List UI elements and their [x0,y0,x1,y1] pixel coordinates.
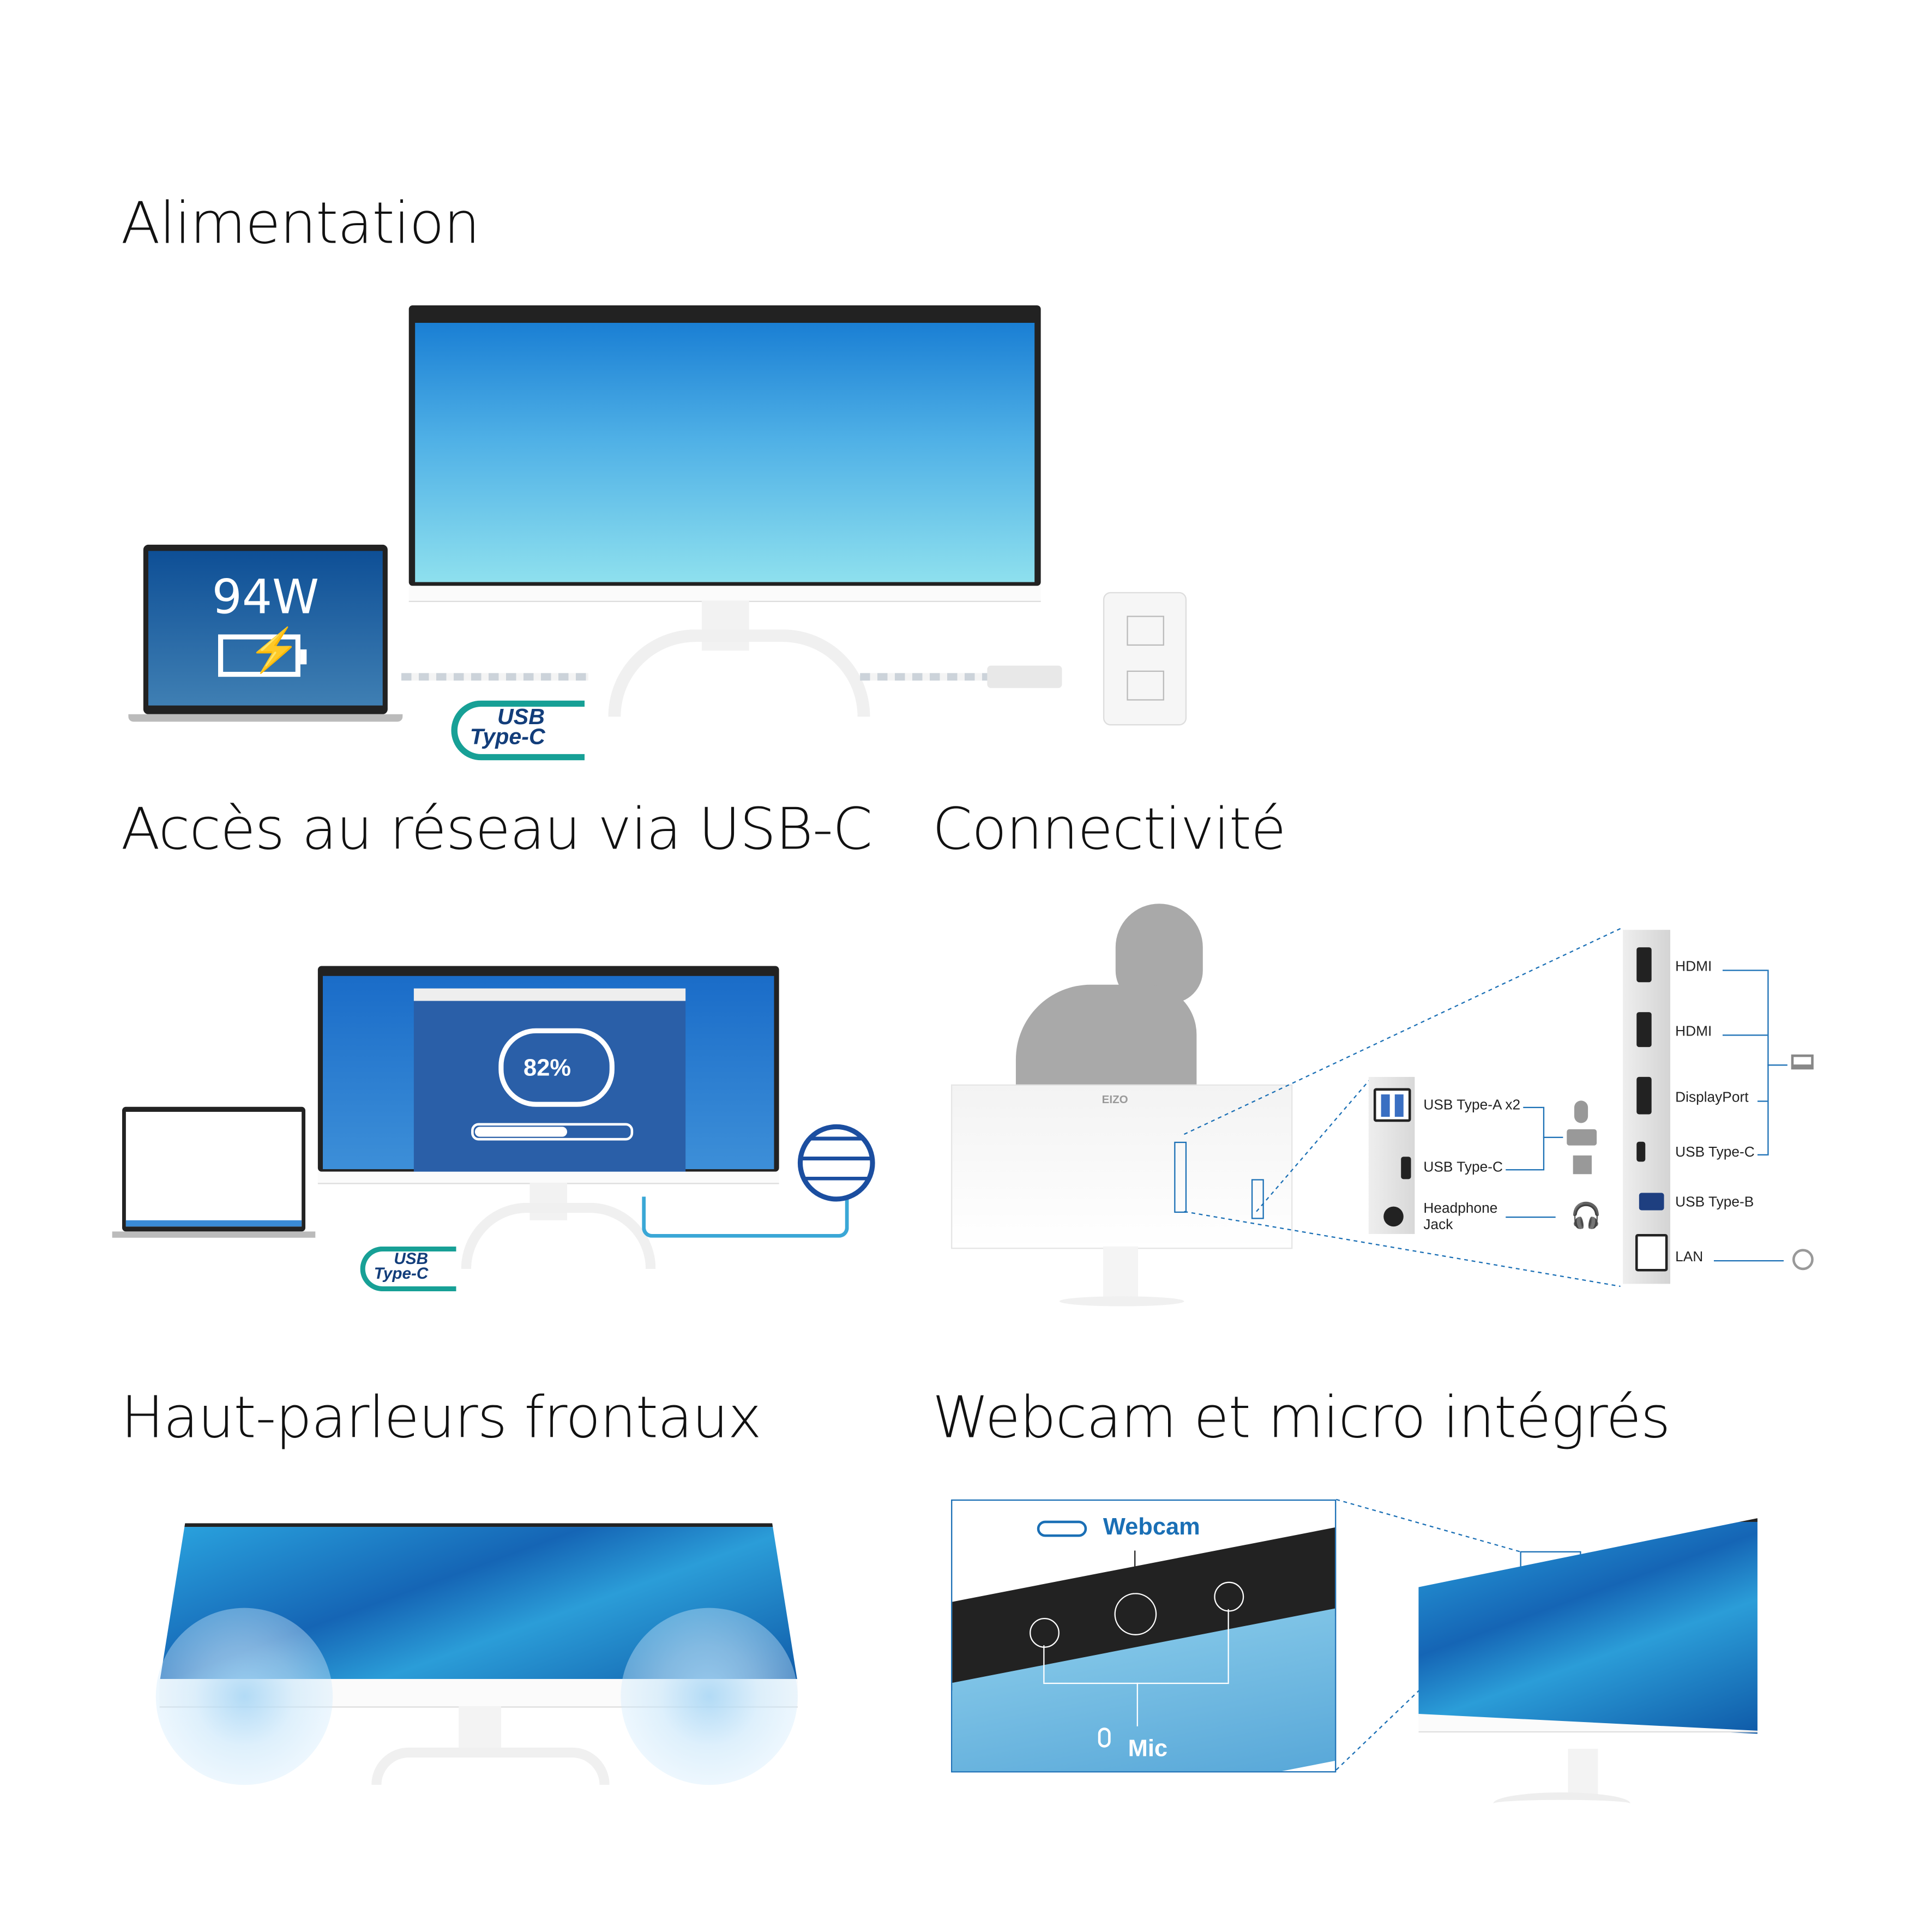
hdmi-port-icon [1636,1012,1652,1048]
globe-icon [1792,1249,1814,1271]
monitor-webcam [1418,1518,1758,1829]
connectivity-title: Connectivité [932,795,1286,863]
wattage-label: 94W [212,569,320,625]
microphone-icon [1098,1728,1111,1748]
zoom-callout-lines [1184,928,1621,1287]
usb-type-c-logo: USB Type-C [451,700,585,761]
port-label-usb-c-rear: USB Type-C [1675,1145,1755,1161]
mouse-icon [1574,1100,1588,1123]
port-label-displayport: DisplayPort [1675,1091,1749,1106]
upload-progress-fill [474,1127,568,1137]
headphone-port-icon [1383,1206,1404,1227]
port-label-headphone: Headphone Jack [1423,1201,1498,1233]
battery-charging-icon: ⚡ [218,629,307,677]
speaker-sound-left-icon [155,1608,333,1785]
speakers-title: Haut-parleurs frontaux [121,1383,762,1451]
power-plug-icon [987,665,1062,688]
network-globe-icon [797,1124,875,1202]
displayport-port-icon [1636,1076,1652,1115]
monitor-rear: EIZO [951,1084,1293,1249]
power-title: Alimentation [121,189,480,257]
laptop-network [112,1106,316,1244]
mic-label: Mic [1128,1736,1168,1763]
usb-a-port-icon [1373,1088,1411,1122]
upload-percent: 82% [523,1056,571,1082]
storage-drive-icon [1573,1155,1592,1175]
port-label-usb-a: USB Type-A x2 [1423,1098,1521,1114]
webcam-detail-box: Webcam Mic [951,1499,1337,1773]
monitor-power [408,305,1041,717]
hdmi-port-icon [1636,947,1652,983]
lan-port-icon [1635,1233,1668,1272]
usb-b-port-icon [1639,1193,1664,1211]
usb-c-cable [401,673,588,681]
laptop-power: 94W ⚡ [128,544,403,725]
port-label-usb-c-side: USB Type-C [1423,1160,1503,1176]
cloud-upload-icon [498,1028,615,1107]
webcam-icon [1037,1520,1087,1537]
port-label-lan: LAN [1675,1250,1704,1266]
usb-c-port-icon [1636,1141,1646,1162]
speaker-sound-right-icon [621,1608,798,1785]
keyboard-icon [1567,1129,1597,1146]
network-title: Accès au réseau via USB-C [121,795,872,863]
upload-progress-bar [471,1123,634,1141]
usb-type-c-logo-network: USB Type-C [360,1246,456,1292]
usb-c-port-icon [1401,1157,1411,1179]
port-label-hdmi-1: HDMI [1675,960,1712,975]
laptop-icon [1791,1054,1814,1070]
port-label-usb-b: USB Type-B [1675,1195,1754,1211]
wall-outlet-icon [1103,592,1187,726]
monitor-network: 82% [317,966,779,1269]
lan-cable [642,1196,849,1238]
port-label-hdmi-2: HDMI [1675,1024,1712,1040]
webcam-title: Webcam et micro intégrés [932,1383,1671,1451]
headphones-icon: 🎧 [1570,1202,1602,1231]
webcam-label: Webcam [1103,1514,1200,1541]
